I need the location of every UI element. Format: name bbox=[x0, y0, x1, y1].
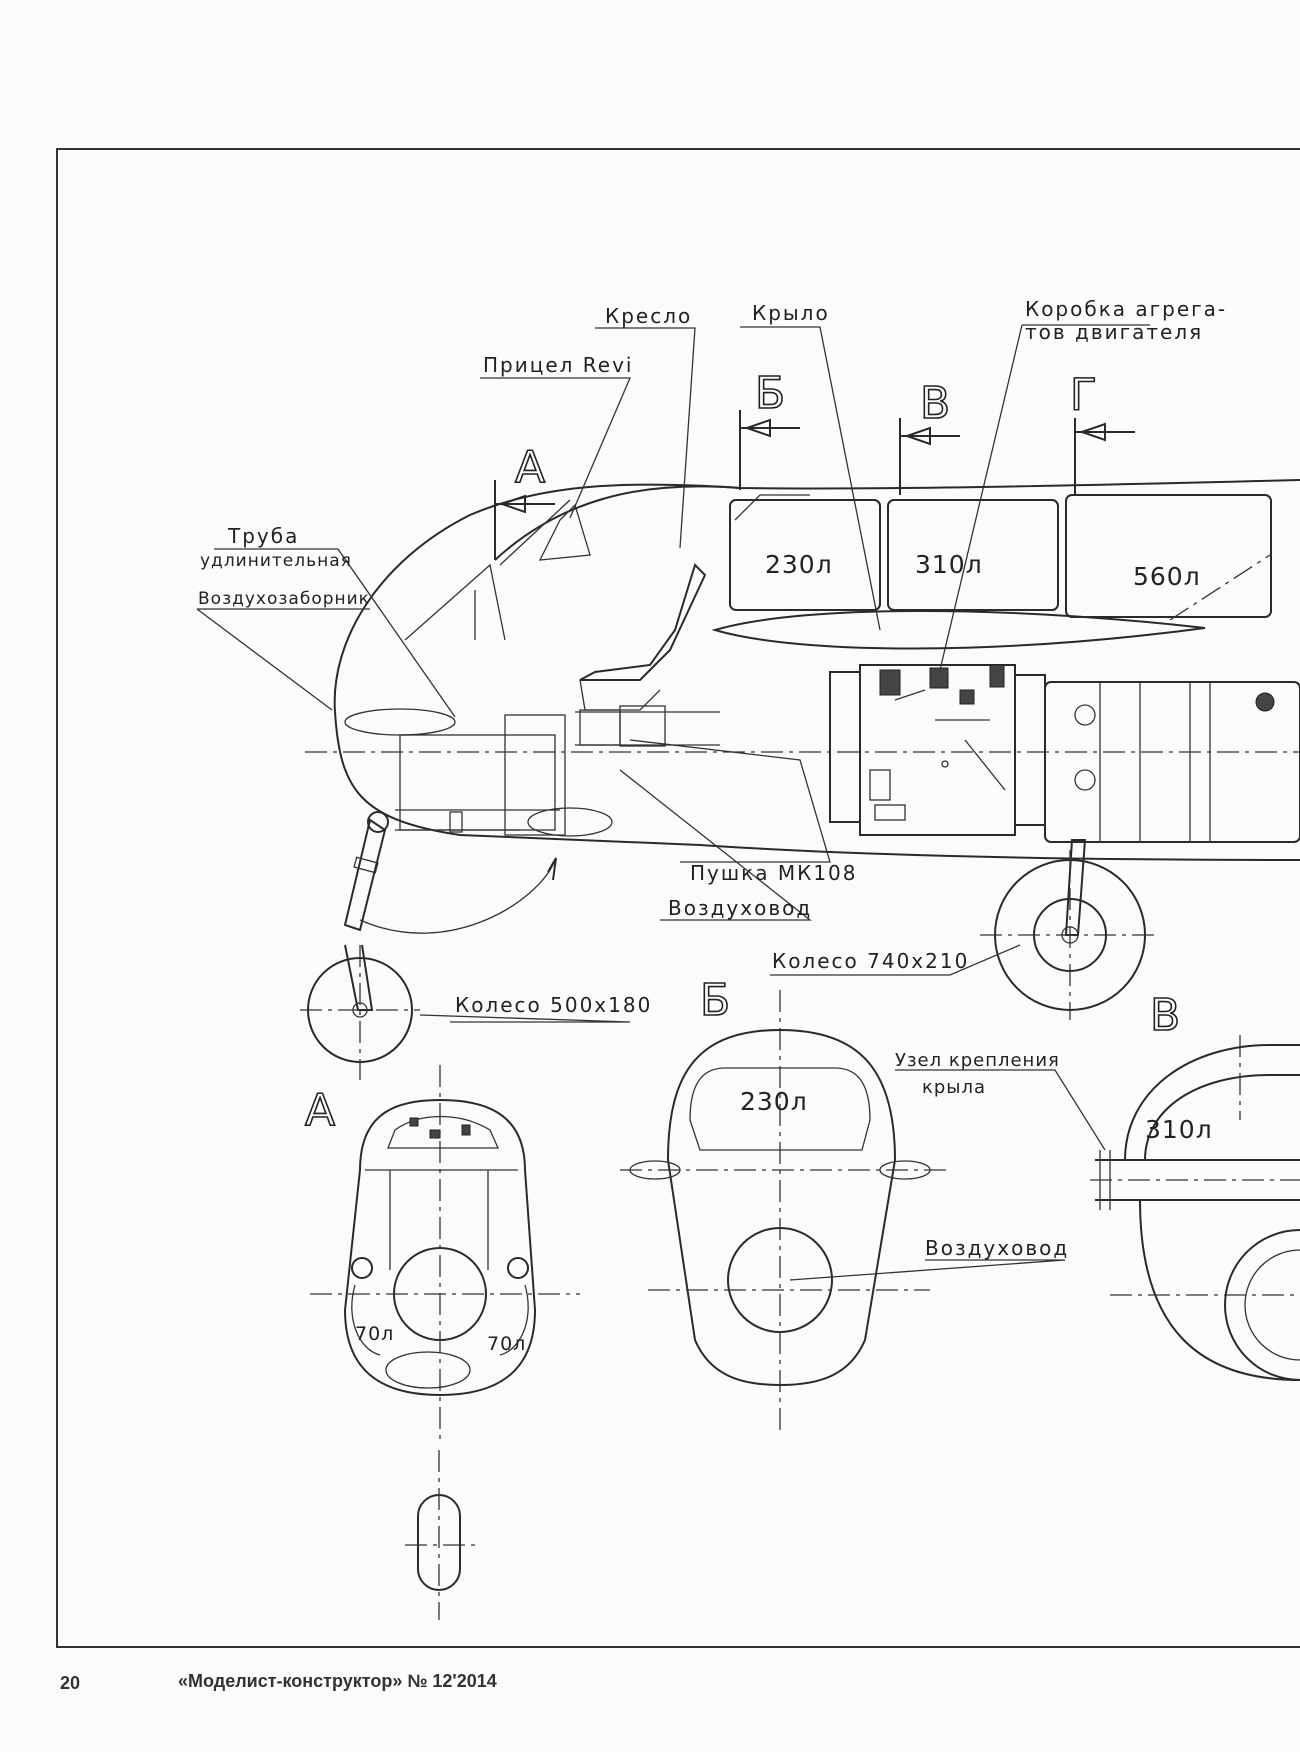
section-b-tank-label: 230л bbox=[740, 1087, 808, 1116]
fuselage-side-view bbox=[305, 479, 1300, 861]
label-cannon: Пушка МК108 bbox=[690, 861, 858, 885]
label-main-wheel: Колесо 740х210 bbox=[772, 949, 969, 973]
section-letter-a: А bbox=[515, 442, 545, 493]
label-gearbox-line1: Коробка агрега- bbox=[1025, 297, 1227, 321]
section-a-view bbox=[310, 1065, 580, 1620]
section-letter-g: Г bbox=[1070, 370, 1097, 421]
label-sight: Прицел Revi bbox=[483, 353, 634, 377]
label-tube-line1: Труба bbox=[227, 524, 299, 548]
engine-gearbox bbox=[829, 664, 1046, 836]
section-title-b: Б bbox=[700, 975, 730, 1026]
magazine-title: «Моделист-конструктор» № 12'2014 bbox=[178, 1671, 497, 1691]
section-b-view bbox=[620, 990, 950, 1430]
label-wing-mount-line1: Узел крепления bbox=[895, 1050, 1060, 1071]
label-wing: Крыло bbox=[752, 301, 830, 325]
section-letter-b: Б bbox=[755, 368, 785, 419]
section-a-tank-right-label: 70л bbox=[487, 1333, 526, 1355]
section-title-a: А bbox=[305, 1085, 335, 1136]
nose-gear bbox=[300, 811, 557, 1080]
drawing-frame bbox=[56, 148, 1300, 1648]
tank-label-230: 230л bbox=[765, 550, 833, 579]
label-gearbox-line2: тов двигателя bbox=[1025, 320, 1203, 344]
section-title-v: В bbox=[1150, 990, 1180, 1041]
section-v-tank-label: 310л bbox=[1145, 1115, 1213, 1144]
tank-label-560: 560л bbox=[1133, 562, 1201, 591]
section-markers bbox=[494, 410, 1135, 560]
label-seat: Кресло bbox=[605, 304, 692, 328]
label-duct-section: Воздуховод bbox=[925, 1236, 1069, 1260]
section-a-tank-left-label: 70л bbox=[355, 1323, 394, 1345]
label-nose-wheel: Колесо 500х180 bbox=[455, 993, 652, 1017]
main-gear bbox=[980, 839, 1160, 1020]
page-footer: 20 «Моделист-конструктор» № 12'2014 bbox=[0, 1665, 1300, 1705]
label-intake: Воздухозаборник bbox=[198, 589, 370, 609]
label-duct: Воздуховод bbox=[668, 896, 812, 920]
section-v-view bbox=[1090, 1035, 1300, 1381]
leader-lines bbox=[196, 324, 1150, 1281]
tank-label-310: 310л bbox=[915, 550, 983, 579]
section-letter-v: В bbox=[920, 378, 950, 429]
page-number: 20 bbox=[60, 1673, 81, 1693]
label-tube-line2: удлинительная bbox=[200, 551, 352, 571]
label-wing-mount-line2: крыла bbox=[922, 1077, 986, 1098]
